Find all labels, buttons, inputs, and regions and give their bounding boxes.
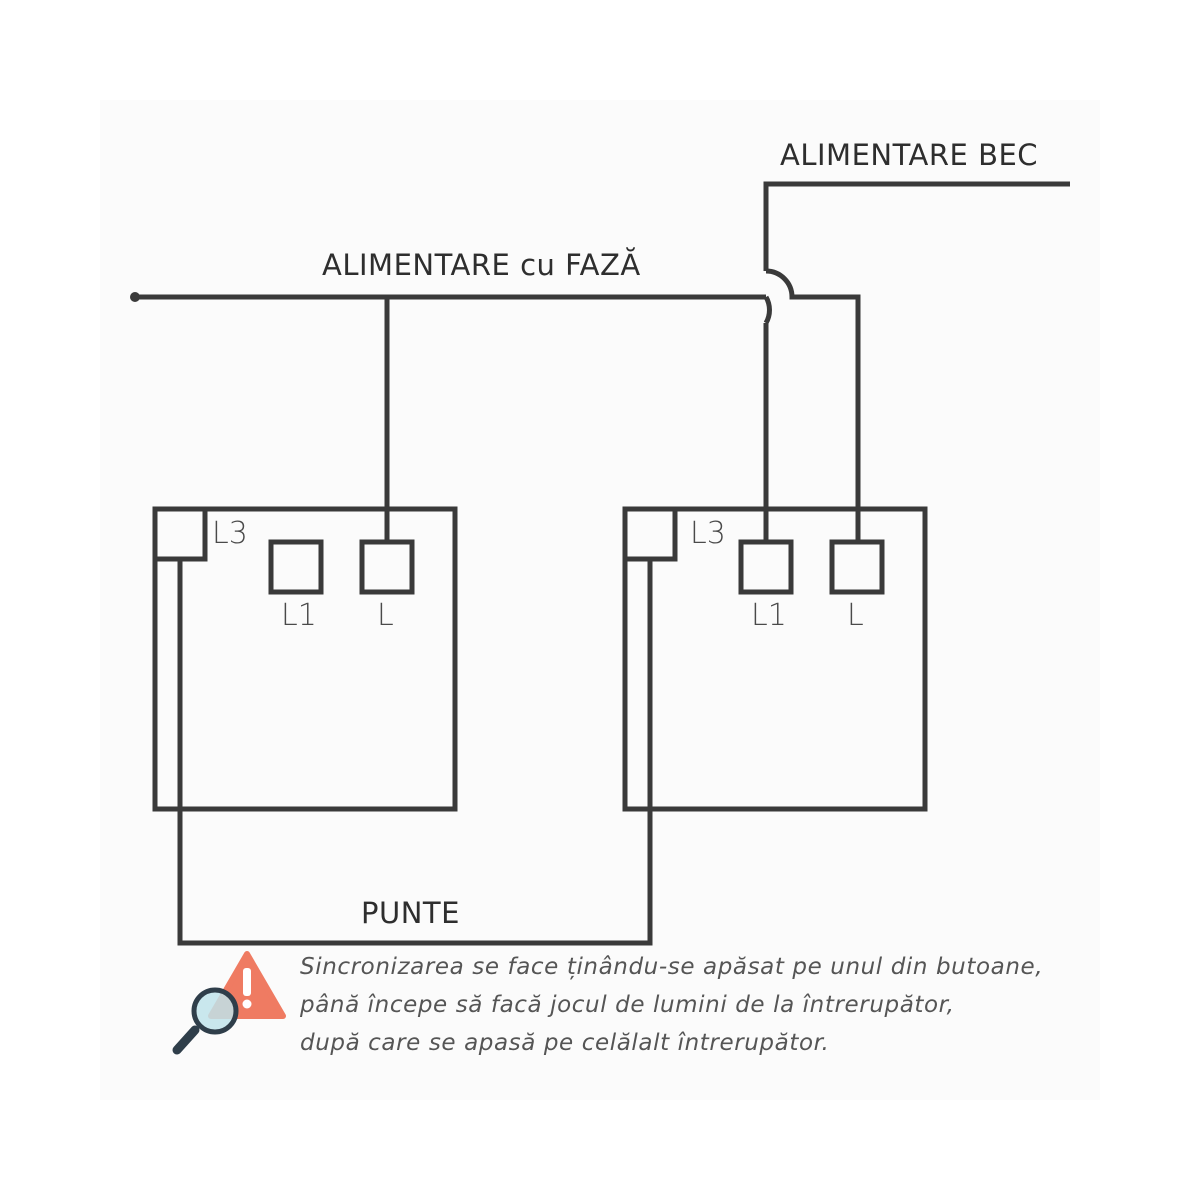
right-switch-terminal-l1 xyxy=(738,539,794,595)
phase-supply-wire xyxy=(135,294,772,325)
left-switch-terminal-l xyxy=(359,539,415,595)
right-switch-terminal-l xyxy=(829,539,885,595)
right-l1-label: L1 xyxy=(751,598,787,633)
note-line-2: până începe să facă jocul de lumini de l… xyxy=(300,992,955,1018)
right-l3-label: L3 xyxy=(690,516,726,551)
warning-magnifier-icon xyxy=(172,951,286,1055)
phase-to-right-L-wire xyxy=(765,268,861,542)
note-line-3: după care se apasă pe celălalt întrerupă… xyxy=(300,1030,830,1056)
lamp-supply-label: ALIMENTARE BEC xyxy=(780,138,1039,172)
bridge-label: PUNTE xyxy=(361,896,460,930)
sync-instructions-note: Sincronizarea se face ținându-se apăsat … xyxy=(300,948,1120,1062)
left-l3-label: L3 xyxy=(212,516,248,551)
left-l1-label: L1 xyxy=(281,598,317,633)
left-switch-body xyxy=(152,506,458,812)
note-line-1: Sincronizarea se face ținându-se apăsat … xyxy=(300,954,1044,980)
bridge-wire xyxy=(177,559,653,946)
right-l-label: L xyxy=(847,598,864,633)
left-switch-terminal-l3 xyxy=(152,506,208,562)
left-switch-terminal-l1 xyxy=(268,539,324,595)
left-l-label: L xyxy=(377,598,394,633)
right-switch-terminal-l3 xyxy=(622,506,678,562)
diagram-panel xyxy=(100,100,1100,1100)
phase-supply-label: ALIMENTARE cu FAZĂ xyxy=(322,248,641,282)
right-switch-body xyxy=(622,506,928,812)
lamp-supply-wire-top xyxy=(763,181,1070,271)
